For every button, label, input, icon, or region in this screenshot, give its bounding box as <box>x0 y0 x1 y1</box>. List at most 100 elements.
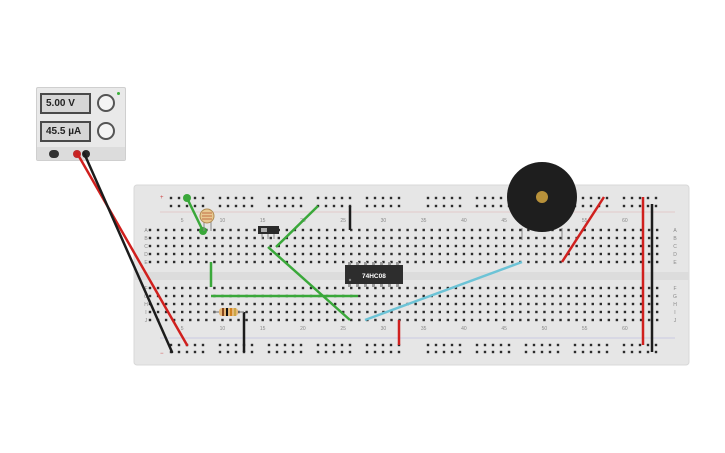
hole[interactable] <box>301 318 305 322</box>
hole[interactable] <box>285 310 289 314</box>
hole[interactable] <box>551 236 554 240</box>
hole[interactable] <box>494 252 498 256</box>
hole[interactable] <box>398 286 401 290</box>
hole[interactable] <box>317 318 321 322</box>
hole[interactable] <box>442 196 446 200</box>
resistor-icon[interactable] <box>213 308 244 316</box>
hole[interactable] <box>454 286 458 290</box>
hole[interactable] <box>573 350 577 354</box>
hole[interactable] <box>229 252 232 256</box>
hole[interactable] <box>446 228 450 232</box>
hole[interactable] <box>519 236 522 240</box>
hole[interactable] <box>599 294 602 298</box>
hole[interactable] <box>366 310 369 314</box>
hole[interactable] <box>462 286 466 290</box>
hole[interactable] <box>309 252 313 256</box>
hole[interactable] <box>181 302 184 306</box>
hole[interactable] <box>358 228 361 232</box>
hole[interactable] <box>324 350 328 354</box>
hole[interactable] <box>324 204 328 208</box>
hole[interactable] <box>639 310 643 314</box>
hole[interactable] <box>172 294 176 298</box>
hole[interactable] <box>390 310 393 314</box>
hole[interactable] <box>543 244 546 248</box>
hole[interactable] <box>583 286 586 290</box>
hole[interactable] <box>647 228 651 232</box>
hole[interactable] <box>478 236 482 240</box>
hole[interactable] <box>655 260 659 264</box>
hole[interactable] <box>519 228 522 232</box>
hole[interactable] <box>358 302 361 306</box>
hole[interactable] <box>373 343 377 347</box>
hole[interactable] <box>213 244 216 248</box>
hole[interactable] <box>414 310 417 314</box>
hole[interactable] <box>164 260 168 264</box>
hole[interactable] <box>527 236 530 240</box>
hole[interactable] <box>261 236 264 240</box>
hole[interactable] <box>422 260 425 264</box>
hole[interactable] <box>342 260 345 264</box>
hole[interactable] <box>333 252 337 256</box>
hole[interactable] <box>197 236 200 240</box>
hole[interactable] <box>333 260 337 264</box>
hole[interactable] <box>374 294 377 298</box>
hole[interactable] <box>422 294 425 298</box>
hole[interactable] <box>591 302 594 306</box>
hole[interactable] <box>342 252 345 256</box>
hole[interactable] <box>422 286 425 290</box>
hole[interactable] <box>623 252 627 256</box>
hole[interactable] <box>559 318 562 322</box>
hole[interactable] <box>591 286 594 290</box>
hole[interactable] <box>583 310 586 314</box>
hole[interactable] <box>475 196 479 200</box>
hole[interactable] <box>623 228 627 232</box>
hole[interactable] <box>430 236 433 240</box>
hole[interactable] <box>148 310 152 314</box>
hole[interactable] <box>398 236 401 240</box>
hole[interactable] <box>277 236 280 240</box>
hole[interactable] <box>406 286 409 290</box>
hole[interactable] <box>156 302 160 306</box>
hole[interactable] <box>462 260 466 264</box>
hole[interactable] <box>193 196 197 200</box>
hole[interactable] <box>422 318 425 322</box>
hole[interactable] <box>486 260 490 264</box>
hole[interactable] <box>283 204 287 208</box>
hole[interactable] <box>548 343 552 347</box>
hole[interactable] <box>478 310 482 314</box>
hole[interactable] <box>446 260 450 264</box>
hole[interactable] <box>189 286 192 290</box>
hole[interactable] <box>181 260 184 264</box>
hole[interactable] <box>462 244 466 248</box>
hole[interactable] <box>551 294 554 298</box>
hole[interactable] <box>390 286 393 290</box>
hole[interactable] <box>631 244 635 248</box>
hole[interactable] <box>348 343 352 347</box>
hole[interactable] <box>446 302 450 306</box>
hole[interactable] <box>389 350 393 354</box>
hole[interactable] <box>567 244 570 248</box>
hole[interactable] <box>607 310 611 314</box>
hole[interactable] <box>556 343 560 347</box>
hole[interactable] <box>201 350 205 354</box>
hole[interactable] <box>450 343 454 347</box>
hole[interactable] <box>148 294 152 298</box>
hole[interactable] <box>269 236 272 240</box>
hole[interactable] <box>567 310 570 314</box>
hole[interactable] <box>245 228 248 232</box>
hole[interactable] <box>450 196 454 200</box>
hole[interactable] <box>291 196 295 200</box>
wire-blue[interactable] <box>364 260 523 322</box>
hole[interactable] <box>540 350 544 354</box>
hole[interactable] <box>245 286 248 290</box>
hole[interactable] <box>197 244 200 248</box>
hole[interactable] <box>630 204 634 208</box>
hole[interactable] <box>559 286 562 290</box>
hole[interactable] <box>623 260 627 264</box>
hole[interactable] <box>309 302 313 306</box>
hole[interactable] <box>285 302 289 306</box>
hole[interactable] <box>382 318 385 322</box>
hole[interactable] <box>535 310 538 314</box>
hole[interactable] <box>406 310 409 314</box>
hole[interactable] <box>607 260 611 264</box>
